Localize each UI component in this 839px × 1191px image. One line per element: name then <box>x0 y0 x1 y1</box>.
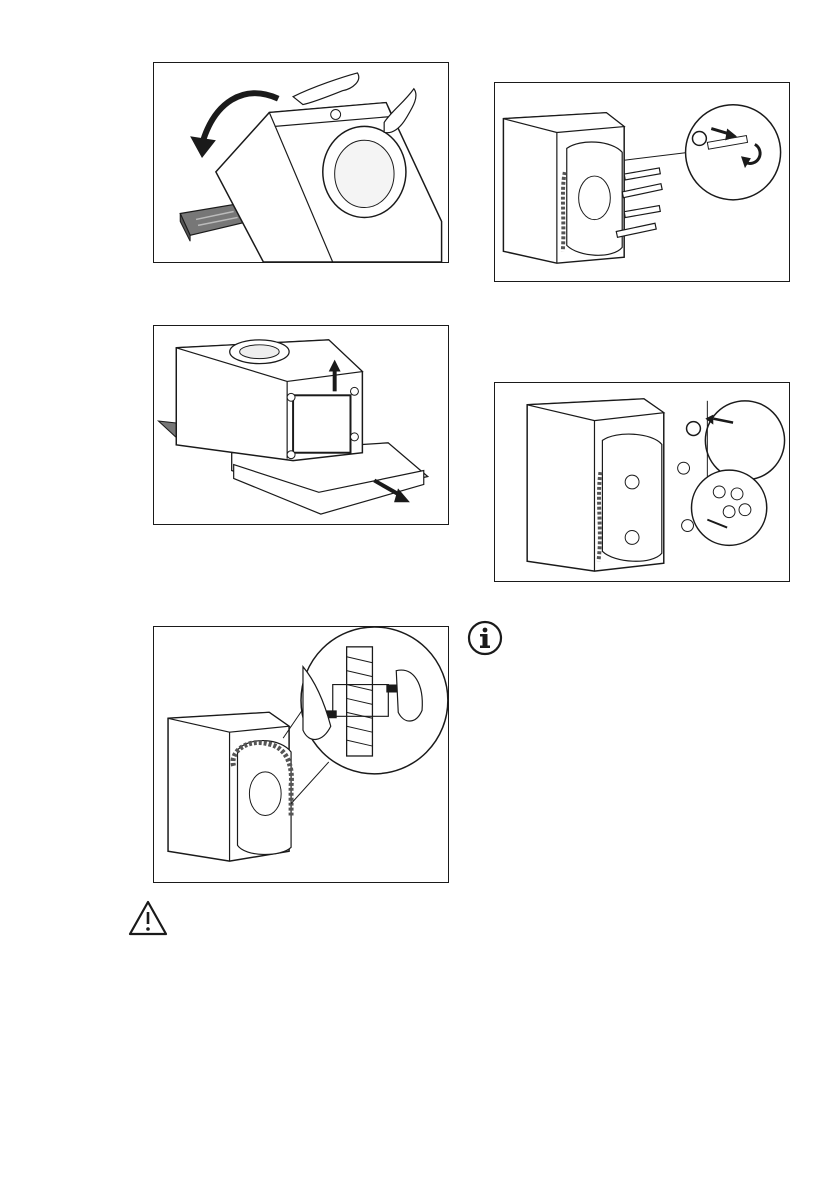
tilt-machine-backwards-illustration <box>153 62 449 263</box>
remove-transit-bolts-illustration <box>494 82 790 282</box>
warning-triangle-icon <box>128 900 168 936</box>
lift-machine-remove-base-illustration <box>153 325 449 525</box>
hand-left <box>293 73 359 105</box>
plastic-caps <box>678 462 694 531</box>
info-circle-icon <box>467 620 503 656</box>
insert-plastic-caps-illustration <box>494 382 790 582</box>
magnified-detail-top <box>705 401 784 480</box>
tilt-machine-drawing <box>154 63 448 262</box>
release-hose-from-clips-illustration <box>153 626 449 883</box>
insert-caps-drawing <box>495 383 789 581</box>
magnified-detail <box>301 627 448 774</box>
remove-bolts-drawing <box>495 83 789 281</box>
lift-machine-drawing <box>154 326 448 524</box>
release-hose-drawing <box>154 627 448 882</box>
magnified-detail <box>686 105 781 200</box>
